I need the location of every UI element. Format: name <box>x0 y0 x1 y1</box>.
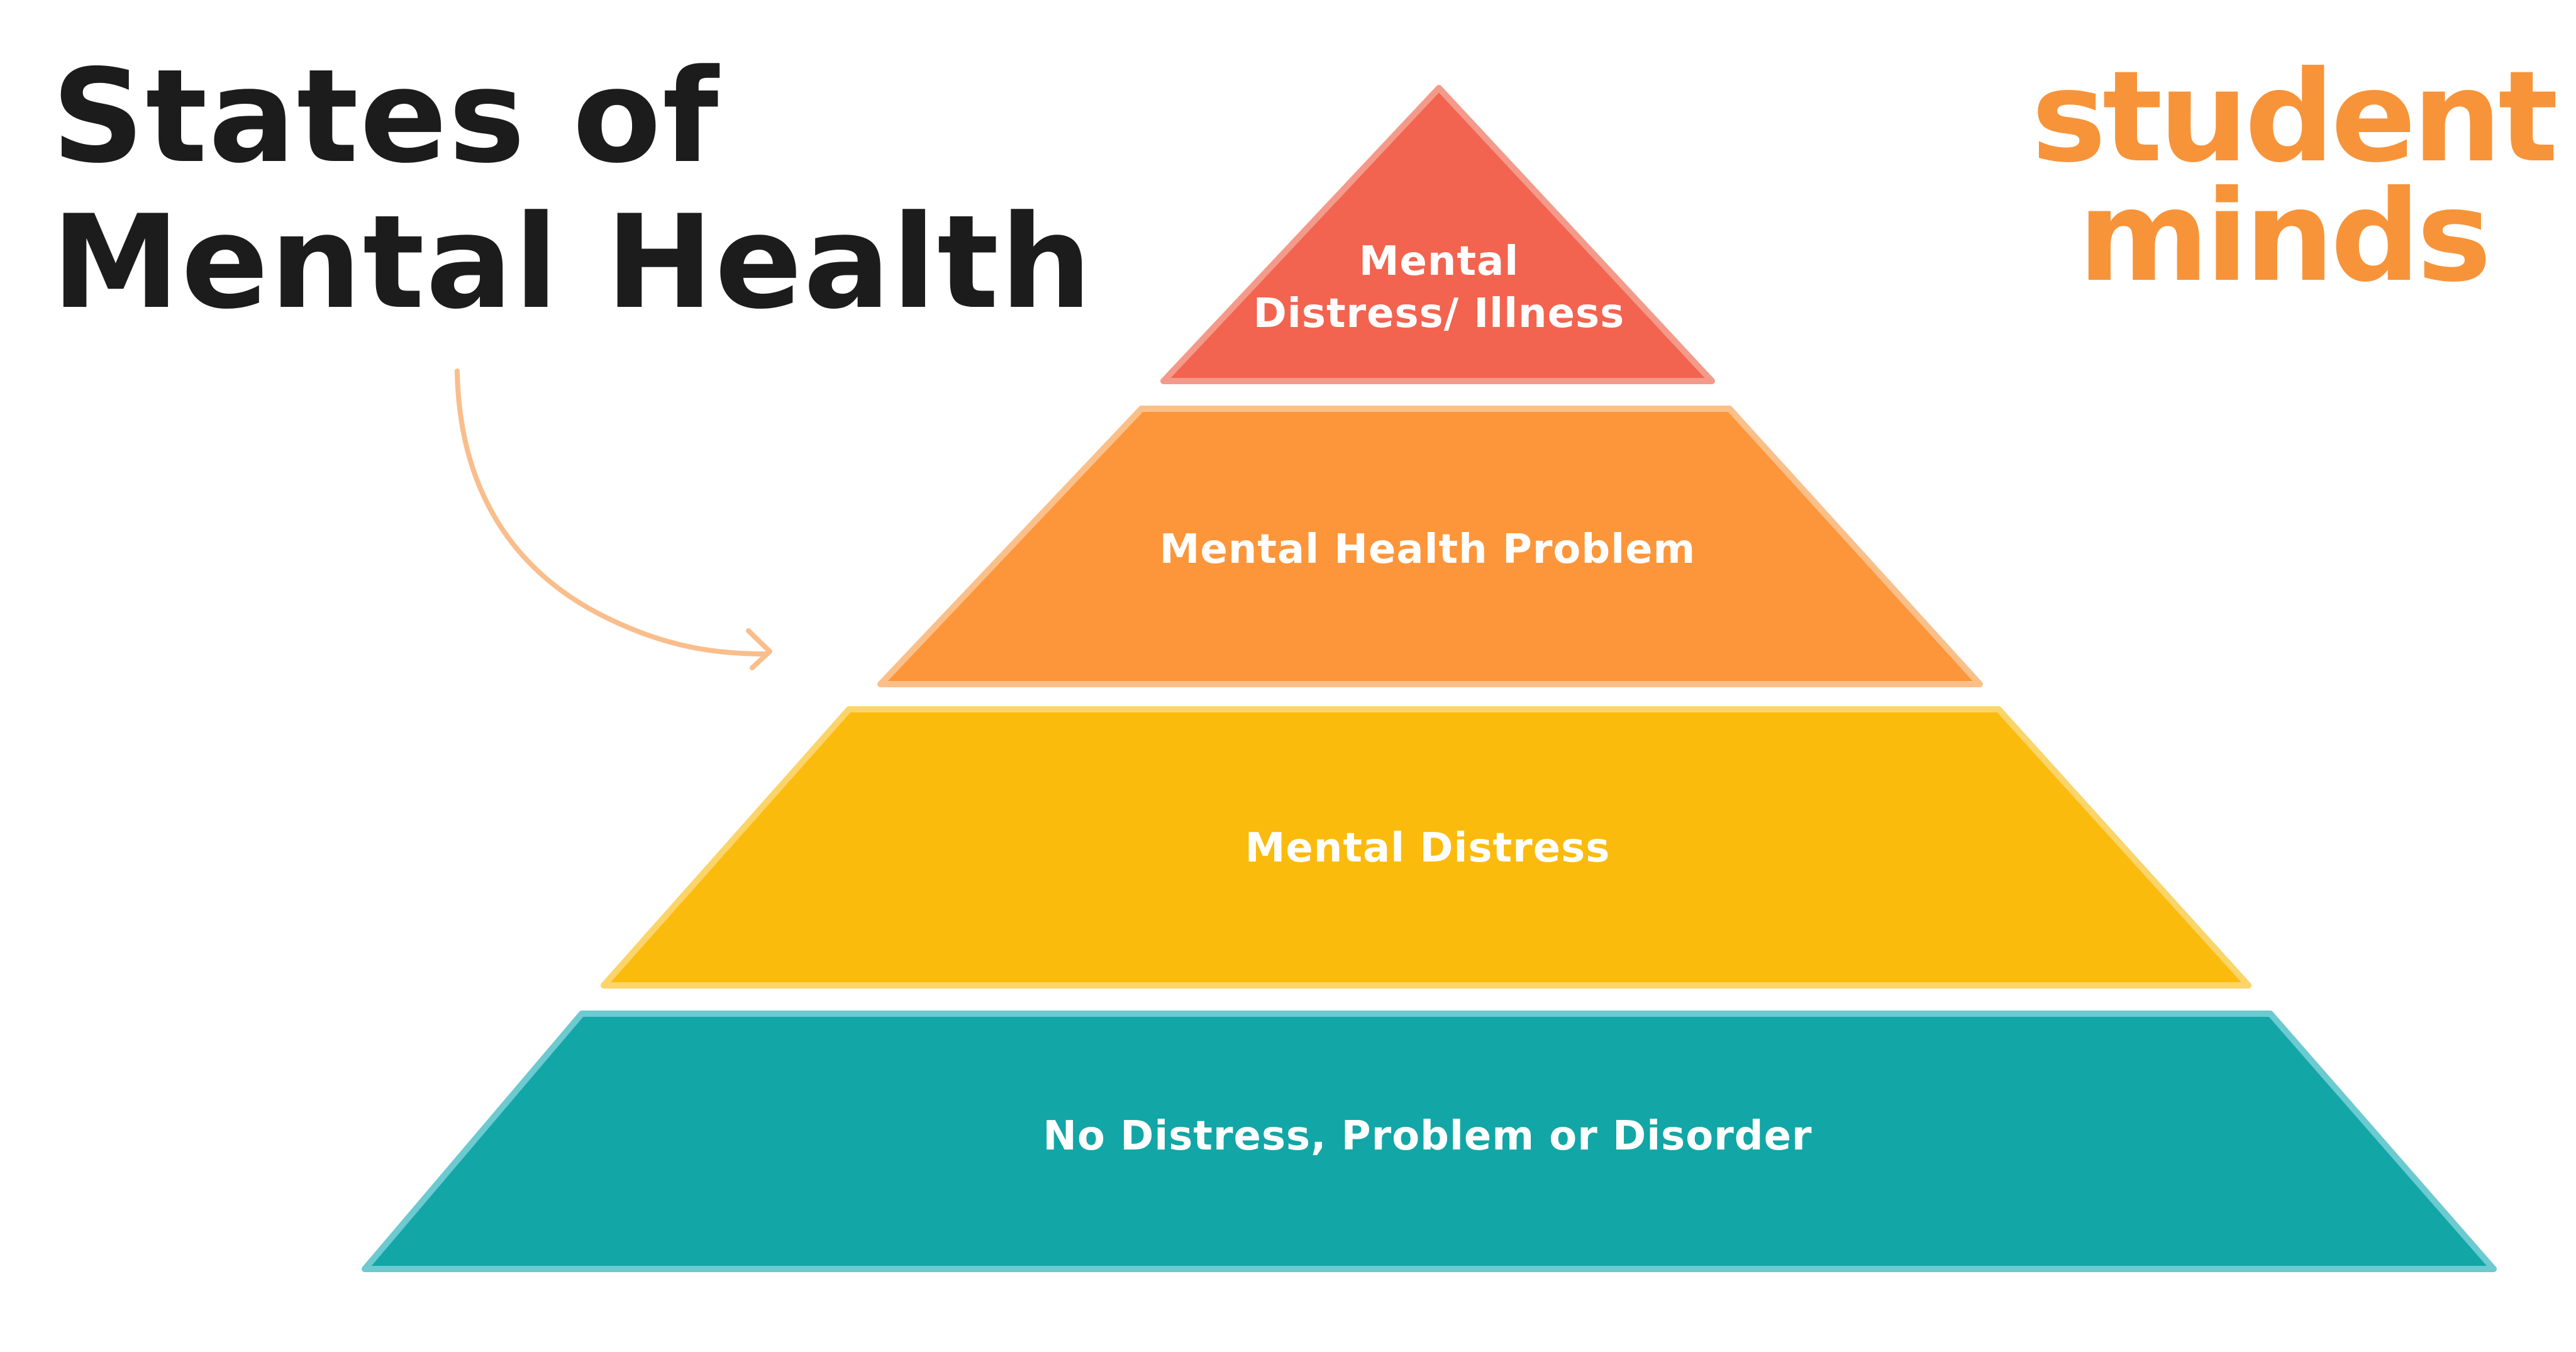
pointer-arrow <box>455 368 772 670</box>
student-minds-logo: student minds <box>2031 44 2558 310</box>
tier-1-label-line-1: Mental <box>1359 238 1519 285</box>
tier-2-shape <box>877 406 1983 687</box>
tier-2-label: Mental Health Problem <box>1160 526 1696 573</box>
tier-1-label-line-2: Distress/ Illness <box>1253 291 1624 337</box>
arrow-head <box>746 628 772 670</box>
pyramid-tier-3: Mental Distress <box>601 706 2251 989</box>
tier-1-shape <box>1160 85 1715 384</box>
tier-3-shape <box>601 706 2251 989</box>
tier-4-shape <box>362 1011 2497 1272</box>
tier-4-label: No Distress, Problem or Disorder <box>1043 1113 1812 1160</box>
title-line-2: Mental Health <box>52 188 1094 338</box>
title-line-1: States of <box>52 42 720 192</box>
pyramid-tier-4: No Distress, Problem or Disorder <box>362 1011 2497 1272</box>
arrow-shaft <box>455 368 769 657</box>
tier-3-label: Mental Distress <box>1245 825 1611 872</box>
pyramid-tier-1: Mental Distress/ Illness <box>1160 85 1715 384</box>
page-title: States of Mental Health <box>52 42 1094 338</box>
pyramid-tier-2: Mental Health Problem <box>877 406 1983 687</box>
logo-line-2: minds <box>2078 163 2492 310</box>
logo-line-1: student <box>2031 44 2558 191</box>
